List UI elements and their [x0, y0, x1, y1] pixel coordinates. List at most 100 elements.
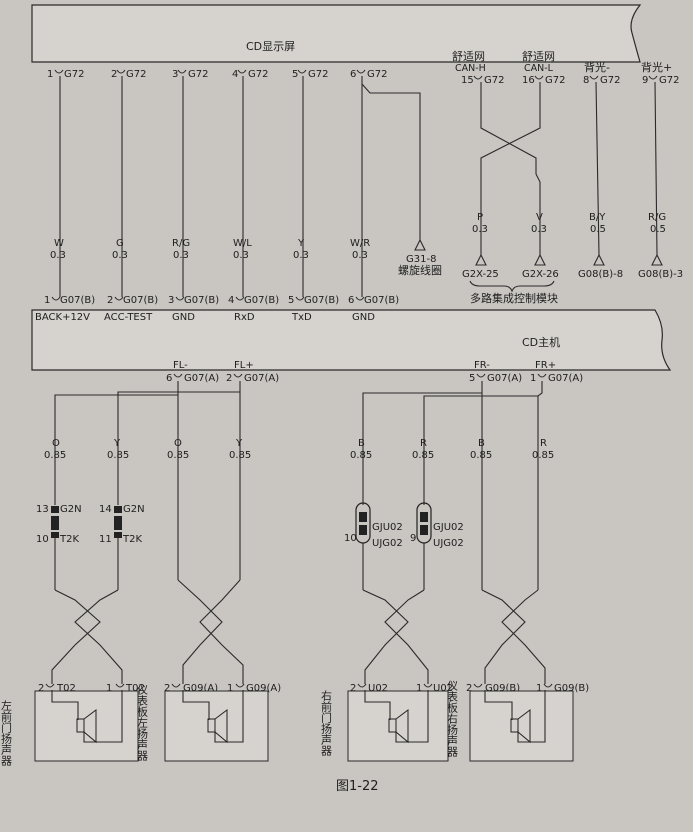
display-pin-9: 背光+ 9 G72	[641, 60, 679, 86]
lower-wire-label-4: Y 0.85	[229, 438, 251, 461]
svg-text:0.85: 0.85	[167, 450, 189, 461]
svg-text:0.85: 0.85	[44, 450, 66, 461]
svg-text:1: 1	[416, 683, 422, 694]
speaker-label-dash-right: 仪表板右扬声器	[446, 680, 459, 758]
can-wires: P 0.3 V 0.3	[472, 82, 547, 255]
host-top-pin-6: 6 G07(B) GND	[348, 295, 399, 323]
svg-text:0.3: 0.3	[50, 250, 66, 261]
harness-fl-plus	[117, 381, 241, 580]
inline-connector-gju02-9: GJU02 9 UJG02	[410, 502, 464, 590]
svg-text:FL-: FL-	[173, 360, 188, 371]
svg-text:G31-8: G31-8	[406, 254, 436, 265]
svg-text:G2X-26: G2X-26	[522, 269, 559, 280]
svg-text:GJU02: GJU02	[433, 522, 464, 533]
svg-text:9: 9	[642, 75, 648, 86]
svg-text:G2N: G2N	[60, 504, 82, 515]
svg-text:G72: G72	[659, 75, 679, 86]
svg-text:G08(B)-3: G08(B)-3	[638, 269, 683, 280]
svg-text:G07(B): G07(B)	[123, 295, 158, 306]
svg-text:1: 1	[106, 683, 112, 694]
upper-wire-2: G 0.3	[112, 76, 128, 297]
svg-text:Y: Y	[113, 438, 121, 449]
svg-text:0.3: 0.3	[233, 250, 249, 261]
svg-text:G07(A): G07(A)	[487, 373, 522, 384]
host-top-pin-3: 3 G07(B) GND	[168, 295, 219, 323]
svg-text:G72: G72	[126, 69, 146, 80]
svg-text:G09(B): G09(B)	[554, 683, 589, 694]
lower-wire-label-1: O 0.85	[44, 438, 66, 461]
upper-wire-1: W 0.3	[50, 76, 66, 297]
svg-text:0.3: 0.3	[472, 224, 488, 235]
svg-text:G72: G72	[484, 75, 504, 86]
svg-text:0.5: 0.5	[590, 224, 606, 235]
terminal-g2x-26: G2X-26	[522, 253, 559, 280]
svg-text:FL+: FL+	[234, 360, 254, 371]
cd-host-box	[31, 309, 672, 371]
cd-display-title: CD显示屏	[246, 40, 295, 53]
host-top-pin-1: 1 G07(B) BACK+12V	[35, 295, 95, 323]
speaker-dash-right: 2 G09(B) 1 G09(B)	[466, 683, 589, 762]
svg-text:U02: U02	[433, 683, 453, 694]
svg-text:舒适网: 舒适网	[452, 49, 485, 63]
svg-text:6: 6	[350, 69, 356, 80]
svg-text:0.85: 0.85	[412, 450, 434, 461]
upper-wire-5: Y 0.3	[293, 76, 309, 297]
terminal-g08b-3: G08(B)-3	[638, 253, 683, 280]
svg-text:0.85: 0.85	[229, 450, 251, 461]
svg-text:G07(A): G07(A)	[184, 373, 219, 384]
display-pin-15: 舒适网 CAN-H 15 G72	[452, 49, 504, 86]
twist-right-dash	[481, 589, 546, 684]
cd-display-box	[31, 4, 642, 63]
speaker-left-front-door: 2 T02 1 T02	[34, 683, 145, 762]
svg-text:螺旋线圈: 螺旋线圈	[398, 263, 442, 277]
svg-text:11: 11	[99, 534, 112, 545]
svg-text:背光+: 背光+	[641, 60, 672, 74]
svg-text:W: W	[54, 238, 64, 249]
svg-text:1: 1	[47, 69, 53, 80]
svg-text:右前门扬声器: 右前门扬声器	[320, 689, 333, 757]
svg-text:B/Y: B/Y	[589, 212, 606, 223]
svg-text:CAN-H: CAN-H	[455, 63, 486, 74]
svg-text:G72: G72	[600, 75, 620, 86]
svg-text:0.3: 0.3	[352, 250, 368, 261]
svg-text:2: 2	[466, 683, 472, 694]
svg-text:R/G: R/G	[648, 212, 666, 223]
svg-text:TxD: TxD	[291, 312, 312, 323]
svg-text:6: 6	[348, 295, 354, 306]
svg-text:Y: Y	[235, 438, 243, 449]
svg-text:2: 2	[164, 683, 170, 694]
svg-text:V: V	[536, 212, 543, 223]
svg-text:U02: U02	[368, 683, 388, 694]
svg-text:G72: G72	[64, 69, 84, 80]
svg-text:0.85: 0.85	[107, 450, 129, 461]
svg-text:G08(B)-8: G08(B)-8	[578, 269, 623, 280]
upper-wire-6: W/R 0.3	[350, 76, 421, 297]
svg-text:G2X-25: G2X-25	[462, 269, 499, 280]
speaker-label-dash-left: 仪表板左扬声器	[136, 684, 149, 762]
svg-text:RxD: RxD	[234, 312, 255, 323]
svg-text:G07(A): G07(A)	[548, 373, 583, 384]
terminal-g08b-8: G08(B)-8	[578, 253, 623, 280]
svg-text:G09(B): G09(B)	[485, 683, 520, 694]
inline-connector-g2n-14: 14 G2N 11 T2K	[99, 504, 145, 590]
figure-caption: 图1-22	[336, 779, 379, 794]
lower-wire-label-8: R 0.85	[532, 438, 554, 461]
svg-text:R: R	[540, 438, 547, 449]
svg-text:UJG02: UJG02	[433, 538, 464, 549]
svg-text:5: 5	[469, 373, 475, 384]
speaker-dash-left: 2 G09(A) 1 G09(A)	[164, 683, 281, 762]
svg-text:T2K: T2K	[122, 534, 142, 545]
svg-text:0.3: 0.3	[293, 250, 309, 261]
svg-text:1: 1	[44, 295, 50, 306]
svg-text:UJG02: UJG02	[372, 538, 403, 549]
svg-text:0.85: 0.85	[532, 450, 554, 461]
svg-text:0.5: 0.5	[650, 224, 666, 235]
svg-text:ACC-TEST: ACC-TEST	[104, 312, 153, 323]
svg-text:9: 9	[410, 533, 416, 544]
svg-text:10: 10	[36, 534, 49, 545]
svg-text:T02: T02	[125, 683, 145, 694]
svg-text:14: 14	[99, 504, 112, 515]
svg-text:2: 2	[107, 295, 113, 306]
module-label: 多路集成控制模块	[470, 291, 558, 305]
